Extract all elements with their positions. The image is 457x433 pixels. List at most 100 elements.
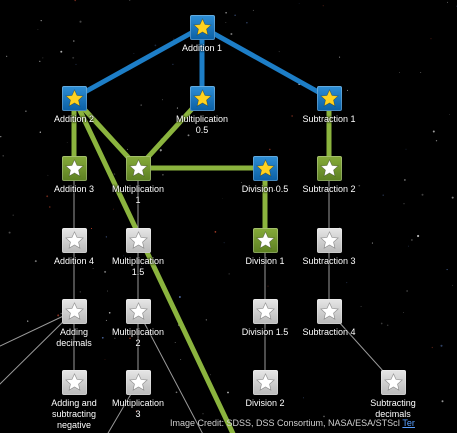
background-star <box>154 44 157 47</box>
node-addition-2[interactable] <box>61 85 87 111</box>
background-star <box>101 336 104 339</box>
background-star <box>113 173 116 175</box>
node-label-multiplication-1-5: Multiplication 1.5 <box>111 256 165 277</box>
background-star <box>404 179 406 181</box>
background-star <box>441 400 444 403</box>
node-label-multiplication-1: Multiplication 1 <box>111 184 165 205</box>
background-star <box>187 134 190 137</box>
background-star <box>172 38 175 40</box>
star-icon <box>319 230 339 249</box>
background-star <box>159 149 162 152</box>
image-credit-text: Image Credit: SDSS, DSS Consortium, NASA… <box>170 418 401 428</box>
background-star <box>446 269 448 271</box>
star-icon <box>255 372 275 391</box>
background-star <box>190 49 193 51</box>
background-star <box>175 391 178 394</box>
background-star <box>127 148 128 150</box>
node-label-subtraction-1: Subtraction 1 <box>302 114 356 124</box>
background-star <box>66 420 67 422</box>
background-star <box>222 198 223 199</box>
background-star <box>234 14 236 16</box>
node-label-adding-and-subtracting-negative: Adding and subtracting negative <box>51 398 97 430</box>
star-icon <box>128 372 148 391</box>
background-star <box>205 319 207 321</box>
background-star <box>227 391 229 394</box>
background-star <box>265 332 268 335</box>
node-multiplication-2[interactable] <box>125 298 151 324</box>
background-star <box>176 107 178 109</box>
background-star <box>114 337 116 339</box>
star-icon <box>192 17 212 36</box>
background-star <box>420 72 422 74</box>
background-star <box>104 270 107 273</box>
background-star <box>34 260 37 263</box>
background-star <box>42 57 44 59</box>
image-credit: Image Credit: SDSS, DSS Consortium, NASA… <box>170 418 415 428</box>
edge-addition-1-to-addition-2 <box>71 24 205 101</box>
node-subtraction-3[interactable] <box>316 227 342 253</box>
node-subtraction-4[interactable] <box>316 298 342 324</box>
node-label-multiplication-3: Multiplication 3 <box>111 398 165 419</box>
background-star <box>161 99 164 101</box>
star-icon <box>192 88 212 107</box>
terms-link[interactable]: Ter <box>402 418 415 428</box>
background-star <box>230 33 233 35</box>
background-star <box>411 239 413 241</box>
node-multiplication-3[interactable] <box>125 369 151 395</box>
node-division-0-5[interactable] <box>252 155 278 181</box>
background-star <box>0 136 2 138</box>
node-subtracting-decimals[interactable] <box>380 369 406 395</box>
background-star <box>105 319 107 321</box>
node-label-addition-3: Addition 3 <box>53 184 95 194</box>
node-addition-3[interactable] <box>61 155 87 181</box>
node-multiplication-1[interactable] <box>125 155 151 181</box>
background-star <box>406 290 408 292</box>
node-adding-and-subtracting-negative[interactable] <box>61 369 87 395</box>
background-star <box>106 290 108 292</box>
background-star <box>160 151 162 152</box>
node-addition-1[interactable] <box>189 14 215 40</box>
node-division-2[interactable] <box>252 369 278 395</box>
background-star <box>371 242 373 244</box>
background-star <box>133 53 135 54</box>
node-adding-decimals[interactable] <box>61 298 87 324</box>
star-icon <box>64 301 84 320</box>
node-subtraction-1[interactable] <box>316 85 342 111</box>
background-star <box>174 341 176 343</box>
background-star <box>291 115 293 117</box>
background-star <box>430 38 432 40</box>
star-icon <box>255 230 275 249</box>
background-star <box>92 268 94 269</box>
star-icon <box>319 88 339 107</box>
background-star <box>57 314 60 317</box>
edge-addition-2-to-offscreen-bottom <box>71 95 236 433</box>
node-multiplication-1-5[interactable] <box>125 227 151 253</box>
node-subtraction-2[interactable] <box>316 155 342 181</box>
edge-addition-1-to-subtraction-1 <box>199 24 332 101</box>
background-star <box>129 337 131 340</box>
background-star <box>228 273 230 275</box>
background-star <box>449 114 450 115</box>
background-star <box>298 2 300 4</box>
background-star <box>421 193 424 196</box>
background-star <box>79 291 81 293</box>
node-label-division-1: Division 1 <box>245 256 285 266</box>
background-star <box>46 195 49 198</box>
background-star <box>346 89 349 91</box>
node-multiplication-0-5[interactable] <box>189 85 215 111</box>
background-star <box>75 63 77 65</box>
star-icon <box>383 372 403 391</box>
background-star <box>451 196 454 199</box>
background-star <box>223 242 225 244</box>
node-label-adding-decimals: Adding decimals <box>56 327 92 348</box>
node-division-1[interactable] <box>252 227 278 253</box>
background-star <box>105 236 107 238</box>
node-addition-4[interactable] <box>61 227 87 253</box>
background-star <box>140 104 142 106</box>
node-division-1-5[interactable] <box>252 298 278 324</box>
edge-multiplication-2-to-offscreen-bottom-b <box>137 310 203 433</box>
background-star <box>2 155 4 157</box>
background-star <box>135 410 138 412</box>
